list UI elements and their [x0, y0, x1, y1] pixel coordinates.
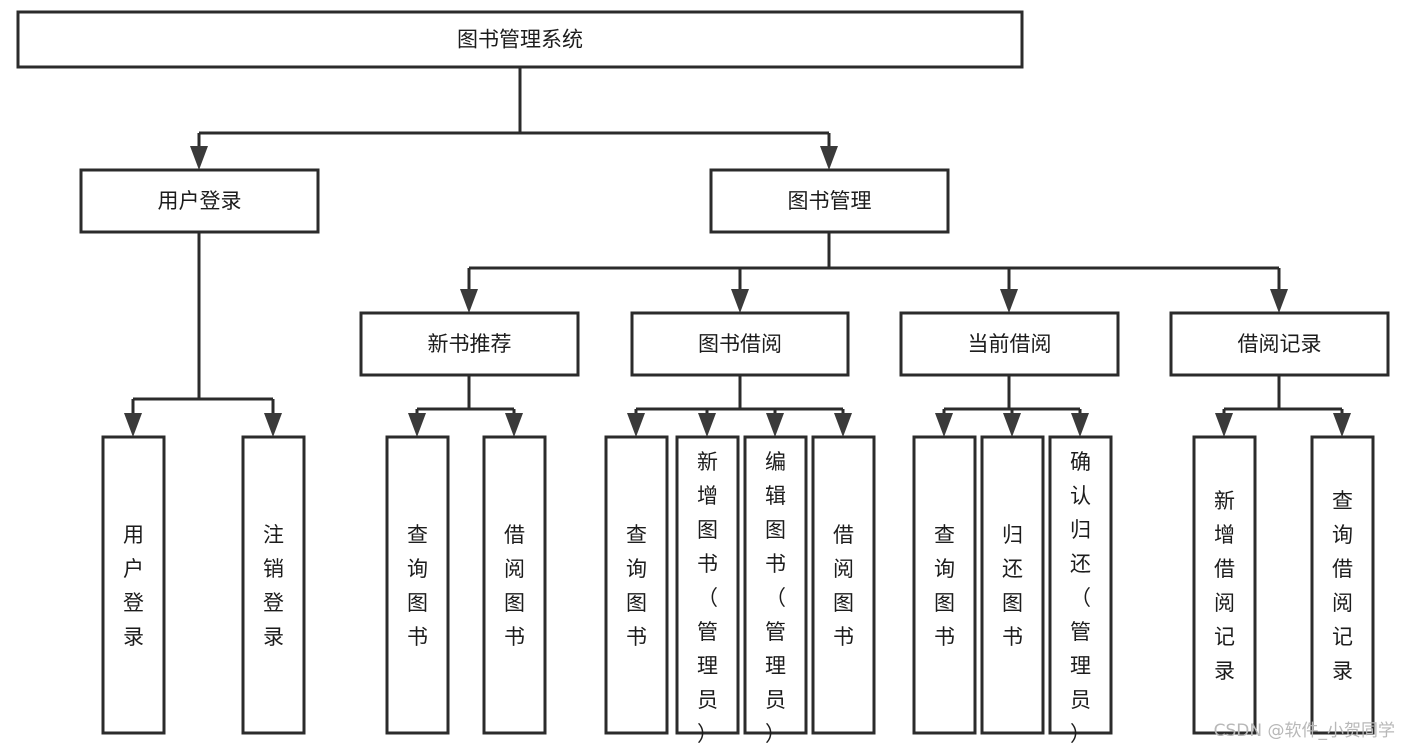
node-box-leaf-query-book-1 — [385, 435, 450, 735]
node-label-leaf-return-book: 归还图书 — [1002, 523, 1023, 649]
node-label-leaf-query-borrow-record: 查询借阅记录 — [1332, 489, 1353, 683]
root-to-level2-arrow-1 — [820, 146, 838, 170]
user-login-to-leaves-arrow-1 — [264, 413, 282, 437]
node-layer: 图书管理系统用户登录图书管理新书推荐图书借阅当前借阅借阅记录用户登录注销登录查询… — [16, 10, 1390, 746]
record-to-leaves-arrow-1 — [1333, 413, 1351, 437]
node-borrow-record[interactable]: 借阅记录 — [1169, 311, 1390, 377]
recommend-to-leaves-arrow-0 — [408, 413, 426, 437]
management-to-level3-arrow-3 — [1270, 289, 1288, 313]
borrow-to-leaves-arrow-3 — [834, 413, 852, 437]
node-leaf-add-book-admin[interactable]: 新增图书（管理员） — [675, 435, 740, 746]
node-label-book-borrow: 图书借阅 — [698, 332, 782, 356]
node-leaf-add-borrow-record[interactable]: 新增借阅记录 — [1192, 435, 1257, 735]
node-label-leaf-user-logout: 注销登录 — [263, 523, 284, 649]
node-label-leaf-user-login: 用户登录 — [123, 523, 144, 649]
node-label-leaf-add-book-admin: 新增图书（管理员） — [697, 450, 718, 746]
node-leaf-query-borrow-record[interactable]: 查询借阅记录 — [1310, 435, 1375, 735]
node-box-leaf-user-login — [101, 435, 166, 735]
node-label-root: 图书管理系统 — [457, 28, 583, 52]
connector-layer — [124, 67, 1351, 437]
node-root[interactable]: 图书管理系统 — [16, 10, 1024, 69]
node-leaf-edit-book-admin[interactable]: 编辑图书（管理员） — [743, 435, 808, 746]
borrow-to-leaves-arrow-0 — [627, 413, 645, 437]
current-to-leaves-arrow-2 — [1071, 413, 1089, 437]
borrow-to-leaves-arrow-1 — [698, 413, 716, 437]
node-label-leaf-query-book-3: 查询图书 — [934, 523, 955, 649]
node-user-login[interactable]: 用户登录 — [79, 168, 320, 234]
node-box-leaf-borrow-book-1 — [482, 435, 547, 735]
node-box-leaf-query-book-2 — [604, 435, 669, 735]
node-leaf-borrow-book-1[interactable]: 借阅图书 — [482, 435, 547, 735]
node-label-leaf-edit-book-admin: 编辑图书（管理员） — [765, 450, 786, 746]
node-leaf-query-book-2[interactable]: 查询图书 — [604, 435, 669, 735]
node-label-borrow-record: 借阅记录 — [1238, 332, 1322, 356]
node-book-management[interactable]: 图书管理 — [709, 168, 950, 234]
node-box-leaf-edit-book-admin — [743, 435, 808, 735]
node-current-borrow[interactable]: 当前借阅 — [899, 311, 1120, 377]
node-box-leaf-query-borrow-record — [1310, 435, 1375, 735]
node-leaf-query-book-3[interactable]: 查询图书 — [912, 435, 977, 735]
node-label-leaf-borrow-book-2: 借阅图书 — [833, 523, 854, 649]
node-box-leaf-confirm-return-admin — [1048, 435, 1113, 735]
recommend-to-leaves-arrow-1 — [505, 413, 523, 437]
node-new-book-recommend[interactable]: 新书推荐 — [359, 311, 580, 377]
node-box-leaf-user-logout — [241, 435, 306, 735]
node-leaf-query-book-1[interactable]: 查询图书 — [385, 435, 450, 735]
node-leaf-user-logout[interactable]: 注销登录 — [241, 435, 306, 735]
node-label-leaf-borrow-book-1: 借阅图书 — [504, 523, 525, 649]
management-to-level3-arrow-2 — [1000, 289, 1018, 313]
management-to-level3-arrow-0 — [460, 289, 478, 313]
record-to-leaves-arrow-0 — [1215, 413, 1233, 437]
node-label-leaf-confirm-return-admin: 确认归还（管理员） — [1070, 450, 1091, 746]
management-to-level3-arrow-1 — [731, 289, 749, 313]
node-box-leaf-borrow-book-2 — [811, 435, 876, 735]
current-to-leaves-arrow-1 — [1003, 413, 1021, 437]
node-box-leaf-add-borrow-record — [1192, 435, 1257, 735]
node-label-leaf-query-book-2: 查询图书 — [626, 523, 647, 649]
node-label-new-book-recommend: 新书推荐 — [428, 332, 512, 356]
node-box-book-management — [709, 168, 950, 234]
node-box-leaf-return-book — [980, 435, 1045, 735]
node-book-borrow[interactable]: 图书借阅 — [630, 311, 850, 377]
node-box-root — [16, 10, 1024, 69]
node-leaf-return-book[interactable]: 归还图书 — [980, 435, 1045, 735]
node-leaf-borrow-book-2[interactable]: 借阅图书 — [811, 435, 876, 735]
user-login-to-leaves-arrow-0 — [124, 413, 142, 437]
node-label-book-management: 图书管理 — [788, 189, 872, 213]
node-box-current-borrow — [899, 311, 1120, 377]
node-label-user-login: 用户登录 — [158, 189, 242, 213]
node-box-book-borrow — [630, 311, 850, 377]
node-leaf-user-login[interactable]: 用户登录 — [101, 435, 166, 735]
node-box-user-login — [79, 168, 320, 234]
borrow-to-leaves-arrow-2 — [766, 413, 784, 437]
current-to-leaves-arrow-0 — [935, 413, 953, 437]
node-box-new-book-recommend — [359, 311, 580, 377]
node-label-current-borrow: 当前借阅 — [968, 332, 1052, 356]
root-to-level2-arrow-0 — [190, 146, 208, 170]
node-leaf-confirm-return-admin[interactable]: 确认归还（管理员） — [1048, 435, 1113, 746]
node-box-leaf-query-book-3 — [912, 435, 977, 735]
node-box-borrow-record — [1169, 311, 1390, 377]
node-label-leaf-query-book-1: 查询图书 — [407, 523, 428, 649]
node-label-leaf-add-borrow-record: 新增借阅记录 — [1214, 489, 1235, 683]
node-box-leaf-add-book-admin — [675, 435, 740, 735]
